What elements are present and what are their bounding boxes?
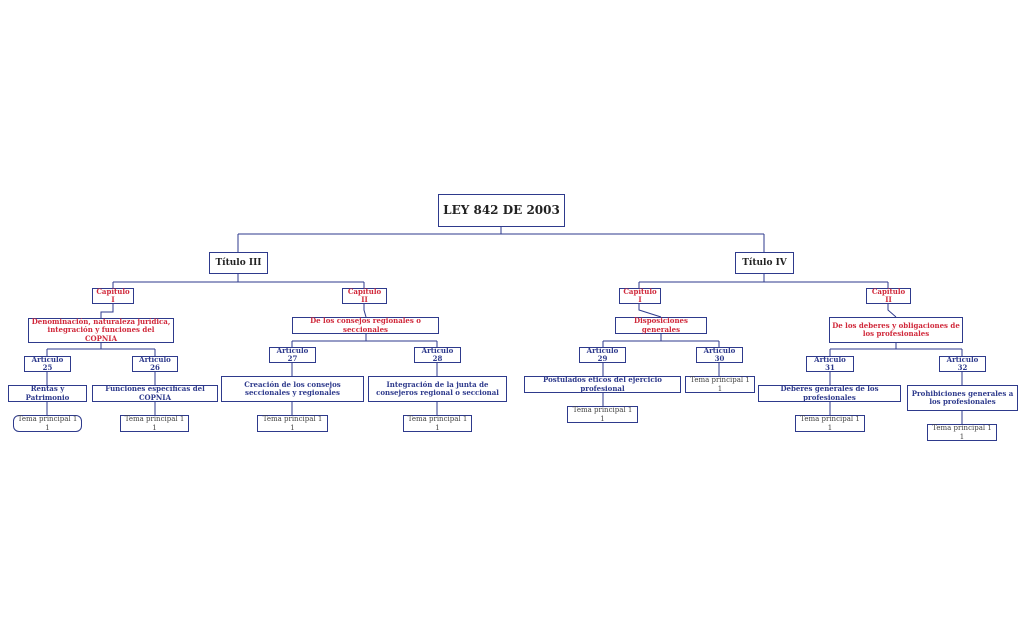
- t4-cap-i-topic-node[interactable]: Disposiciones generales: [615, 317, 707, 334]
- art-26-topic-node[interactable]: Funciones específicas del COPNIA: [92, 385, 218, 402]
- art-30-tema-node[interactable]: Tema principal 1 1: [685, 376, 755, 393]
- articulo-30-node[interactable]: Artículo 30: [696, 346, 743, 363]
- art-32-topic-node[interactable]: Prohibiciones generales a los profesiona…: [907, 385, 1018, 411]
- articulo-25-node[interactable]: Artículo 25: [24, 355, 71, 372]
- art-32-tema-node[interactable]: Tema principal 1 1: [927, 424, 997, 441]
- art-29-topic-node[interactable]: Postulados éticos del ejercicio profesio…: [524, 376, 681, 393]
- articulo-31-node[interactable]: Artículo 31: [806, 355, 854, 372]
- art-27-topic-node[interactable]: Creación de los consejos seccionales y r…: [221, 376, 364, 402]
- art-31-topic-node[interactable]: Deberes generales de los profesionales: [758, 385, 901, 402]
- t3-cap-ii-topic-node[interactable]: De los consejos regionales o seccionales: [292, 317, 439, 334]
- articulo-26-node[interactable]: Artículo 26: [132, 355, 178, 372]
- art-28-topic-node[interactable]: Integración de la junta de consejeros re…: [368, 376, 507, 402]
- articulo-29-node[interactable]: Artículo 29: [579, 346, 626, 363]
- t3-capitulo-i-node[interactable]: Capítulo I: [92, 287, 134, 304]
- t4-cap-ii-topic-node[interactable]: De los deberes y obligaciones de los pro…: [829, 317, 963, 343]
- art-25-tema-node[interactable]: Tema principal 1 1: [13, 415, 82, 432]
- art-26-tema-node[interactable]: Tema principal 1 1: [120, 415, 189, 432]
- art-29-tema-node[interactable]: Tema principal 1 1: [567, 406, 638, 423]
- t3-cap-i-topic-node[interactable]: Denominación, naturaleza jurídica, integ…: [28, 318, 174, 343]
- art-27-tema-node[interactable]: Tema principal 1 1: [257, 415, 328, 432]
- titulo-iii-node[interactable]: Título III: [209, 252, 268, 274]
- root-node[interactable]: LEY 842 DE 2003: [438, 194, 565, 227]
- articulo-32-node[interactable]: Artículo 32: [939, 355, 986, 372]
- titulo-iv-node[interactable]: Título IV: [735, 252, 794, 274]
- t4-capitulo-i-node[interactable]: Capítulo I: [619, 287, 661, 304]
- articulo-28-node[interactable]: Artículo 28: [414, 346, 461, 363]
- t3-capitulo-ii-node[interactable]: Capítulo II: [342, 287, 387, 304]
- art-31-tema-node[interactable]: Tema principal 1 1: [795, 415, 865, 432]
- t4-capitulo-ii-node[interactable]: Capítulo II: [866, 287, 911, 304]
- art-25-topic-node[interactable]: Rentas y Patrimonio: [8, 385, 87, 402]
- articulo-27-node[interactable]: Artículo 27: [269, 346, 316, 363]
- art-28-tema-node[interactable]: Tema principal 1 1: [403, 415, 472, 432]
